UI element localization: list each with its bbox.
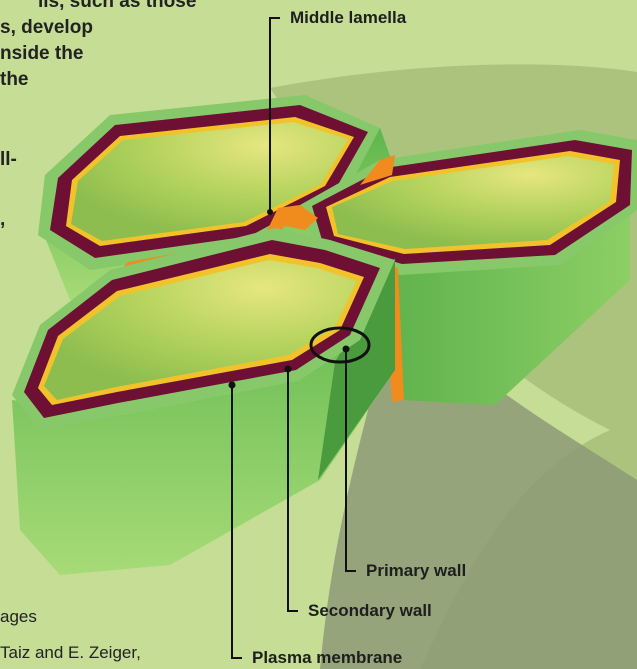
plasma-membrane-dot [229, 382, 236, 389]
primary-wall-dot [343, 346, 350, 353]
body-text-line-6: , [0, 210, 5, 230]
body-text-line-4: the [0, 70, 29, 90]
body-text-line-5: ll- [0, 150, 17, 170]
body-text-line-1: lls, such as those [38, 0, 196, 12]
secondary-wall-dot [285, 366, 292, 373]
label-secondary-wall: Secondary wall [308, 601, 432, 621]
body-text-line-3: nside the [0, 44, 83, 64]
label-primary-wall: Primary wall [366, 561, 466, 581]
label-middle-lamella: Middle lamella [290, 8, 406, 28]
label-plasma-membrane: Plasma membrane [252, 648, 402, 668]
caption-line-2: Taiz and E. Zeiger, [0, 644, 141, 662]
middle-lamella-dot [267, 209, 273, 215]
body-text-line-2: s, develop [0, 18, 93, 38]
caption-line-1: ages [0, 608, 37, 626]
